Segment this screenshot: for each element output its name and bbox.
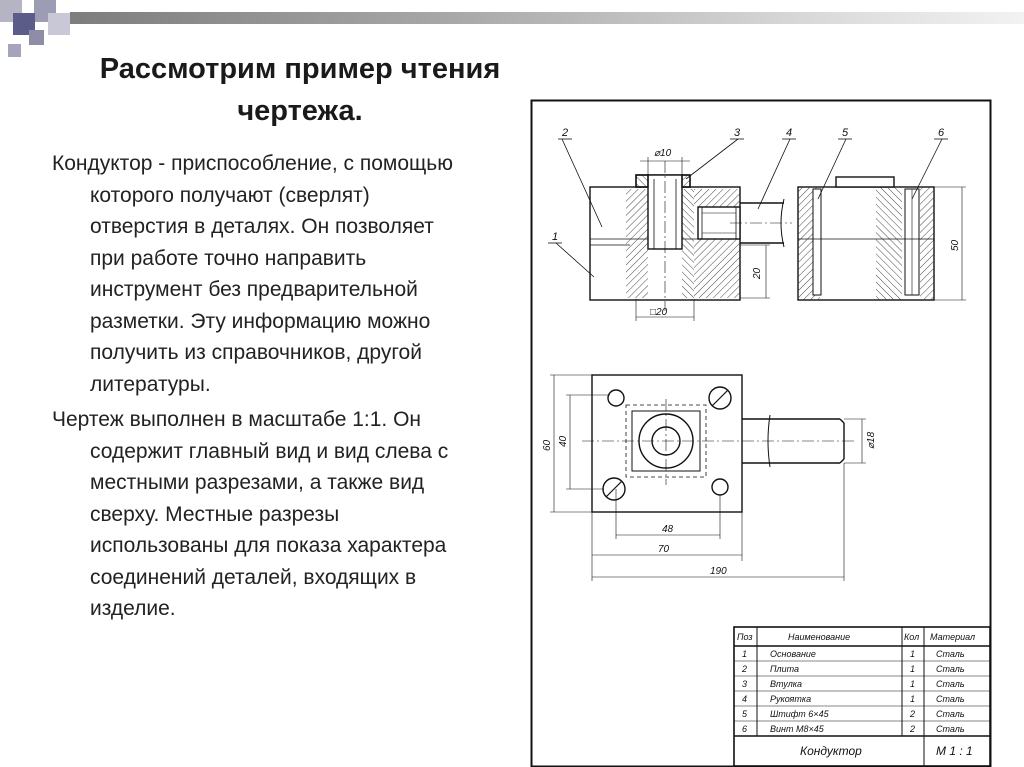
leader-label: 3	[734, 127, 741, 139]
table-cell: 2	[741, 664, 747, 674]
dim-label: 40	[558, 435, 569, 447]
parts-table: Поз Наименование Кол Материал 1 Основани…	[737, 632, 975, 758]
left-view	[797, 176, 966, 301]
leader-label: 4	[786, 127, 792, 139]
table-row: 2 Плита 1 Сталь	[741, 664, 965, 674]
table-cell: 1	[910, 649, 915, 659]
table-cell: Штифт 6×45	[770, 709, 830, 719]
table-header: Материал	[930, 632, 975, 642]
table-row: 1 Основание 1 Сталь	[742, 649, 965, 659]
table-cell: Сталь	[936, 649, 965, 659]
table-cell: Винт М8×45	[770, 724, 825, 734]
table-cell: 1	[910, 694, 915, 704]
leader-lines	[548, 138, 948, 278]
dim-label: ⌀10	[654, 148, 672, 159]
leader-label: 2	[561, 127, 568, 139]
deco-square	[13, 13, 35, 35]
leader-label: 6	[938, 127, 945, 139]
table-cell: Плита	[770, 664, 799, 674]
deco-square	[8, 44, 21, 57]
table-row: 6 Винт М8×45 2 Сталь	[742, 724, 965, 734]
dim-label: ⌀18	[866, 431, 877, 449]
dim-label: 70	[658, 544, 670, 555]
front-view	[589, 157, 792, 321]
table-cell: 1	[910, 679, 915, 689]
dim-label: 190	[710, 566, 727, 577]
table-header: Наименование	[788, 632, 850, 642]
table-cell: Сталь	[936, 694, 965, 704]
leader-label: 1	[552, 231, 558, 243]
table-cell: Сталь	[936, 709, 965, 719]
table-cell: 5	[742, 709, 748, 719]
body-text: Кондуктор - приспособление, с помощью ко…	[52, 148, 472, 629]
table-cell: 2	[909, 724, 915, 734]
table-cell: 2	[909, 709, 915, 719]
table-row: 3 Втулка 1 Сталь	[742, 679, 965, 689]
drawing-svg: 2 3 4 5 6 1 ⌀10 □20 20 50 60 40 48 70 19…	[530, 99, 992, 767]
dim-label: 20	[752, 267, 763, 280]
dim-label: 50	[950, 239, 961, 251]
dim-label: 48	[662, 524, 674, 535]
table-cell: Сталь	[936, 679, 965, 689]
assembly-name: Кондуктор	[800, 744, 862, 758]
table-cell: Рукоятка	[770, 694, 811, 704]
technical-drawing: 2 3 4 5 6 1 ⌀10 □20 20 50 60 40 48 70 19…	[530, 99, 992, 767]
drawing-scale: М 1 : 1	[936, 744, 973, 758]
table-cell: Основание	[770, 649, 816, 659]
title-block	[733, 626, 991, 767]
table-cell: 1	[910, 664, 915, 674]
dim-label: □20	[650, 307, 668, 318]
top-view	[550, 374, 866, 581]
table-cell: Сталь	[936, 724, 965, 734]
table-cell: 6	[742, 724, 747, 734]
paragraph-scale: Чертеж выполнен в масштабе 1:1. Он содер…	[52, 408, 449, 620]
table-cell: 1	[742, 649, 747, 659]
table-cell: Втулка	[770, 679, 802, 689]
table-header: Поз	[737, 632, 753, 642]
deco-square	[29, 30, 44, 45]
table-row: 4 Рукоятка 1 Сталь	[742, 694, 965, 704]
header-bar	[70, 12, 1024, 24]
slide-title: Рассмотрим пример чтения чертежа.	[99, 53, 501, 127]
table-cell: 4	[742, 694, 747, 704]
deco-square	[48, 13, 70, 35]
table-row: 5 Штифт 6×45 2 Сталь	[742, 709, 965, 719]
paragraph-definition: Кондуктор - приспособление, с помощью ко…	[52, 152, 453, 396]
dim-label: 60	[542, 439, 553, 451]
table-header: Кол	[904, 632, 919, 642]
leader-label: 5	[842, 127, 849, 139]
table-cell: Сталь	[936, 664, 965, 674]
table-cell: 3	[742, 679, 747, 689]
